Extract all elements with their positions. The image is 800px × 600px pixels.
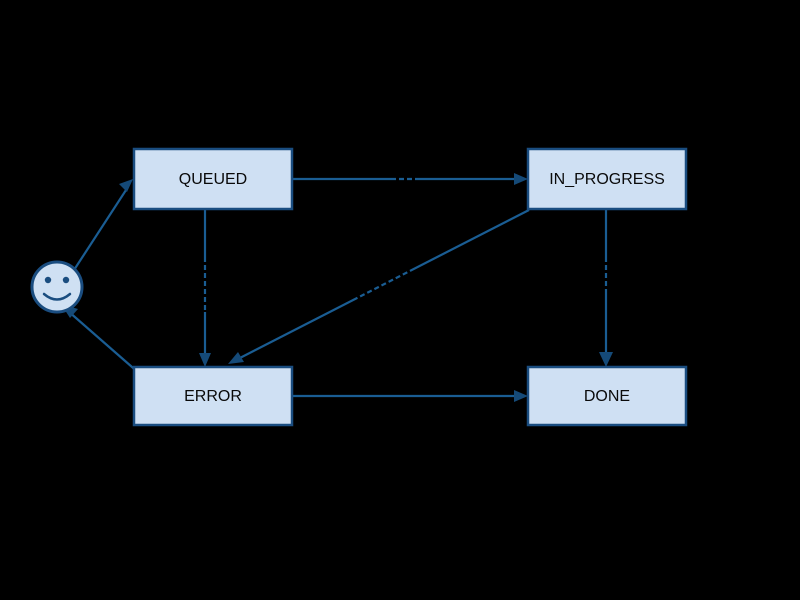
- edge-start-to-queued[interactable]: [73, 179, 133, 271]
- smiley-face-icon: [30, 260, 84, 314]
- node-done-label: DONE: [584, 388, 630, 405]
- node-error-label: ERROR: [184, 388, 242, 405]
- start-node[interactable]: [30, 260, 84, 314]
- node-error[interactable]: ERROR: [132, 365, 294, 427]
- node-queued-label: QUEUED: [179, 171, 247, 188]
- edge-error-to-done[interactable]: [292, 390, 528, 402]
- smiley-right-eye-icon: [62, 276, 70, 284]
- node-queued[interactable]: QUEUED: [132, 147, 294, 211]
- node-done-box: [526, 365, 688, 427]
- edge-in-progress-to-error[interactable]: [228, 209, 530, 364]
- node-in-progress[interactable]: IN_PROGRESS: [526, 147, 688, 211]
- node-queued-box: [132, 147, 294, 211]
- node-in-progress-box: [526, 147, 688, 211]
- node-error-box: [132, 365, 294, 427]
- edge-in-progress-to-done[interactable]: [599, 209, 613, 367]
- edge-queued-to-error[interactable]: [199, 209, 211, 367]
- edge-error-to-start[interactable]: [61, 304, 141, 375]
- smiley-left-eye-icon: [44, 276, 52, 284]
- node-in-progress-label: IN_PROGRESS: [549, 171, 665, 188]
- edge-queued-to-in-progress[interactable]: [292, 173, 528, 185]
- smiley-mouth-icon: [42, 292, 72, 301]
- node-done[interactable]: DONE: [526, 365, 688, 427]
